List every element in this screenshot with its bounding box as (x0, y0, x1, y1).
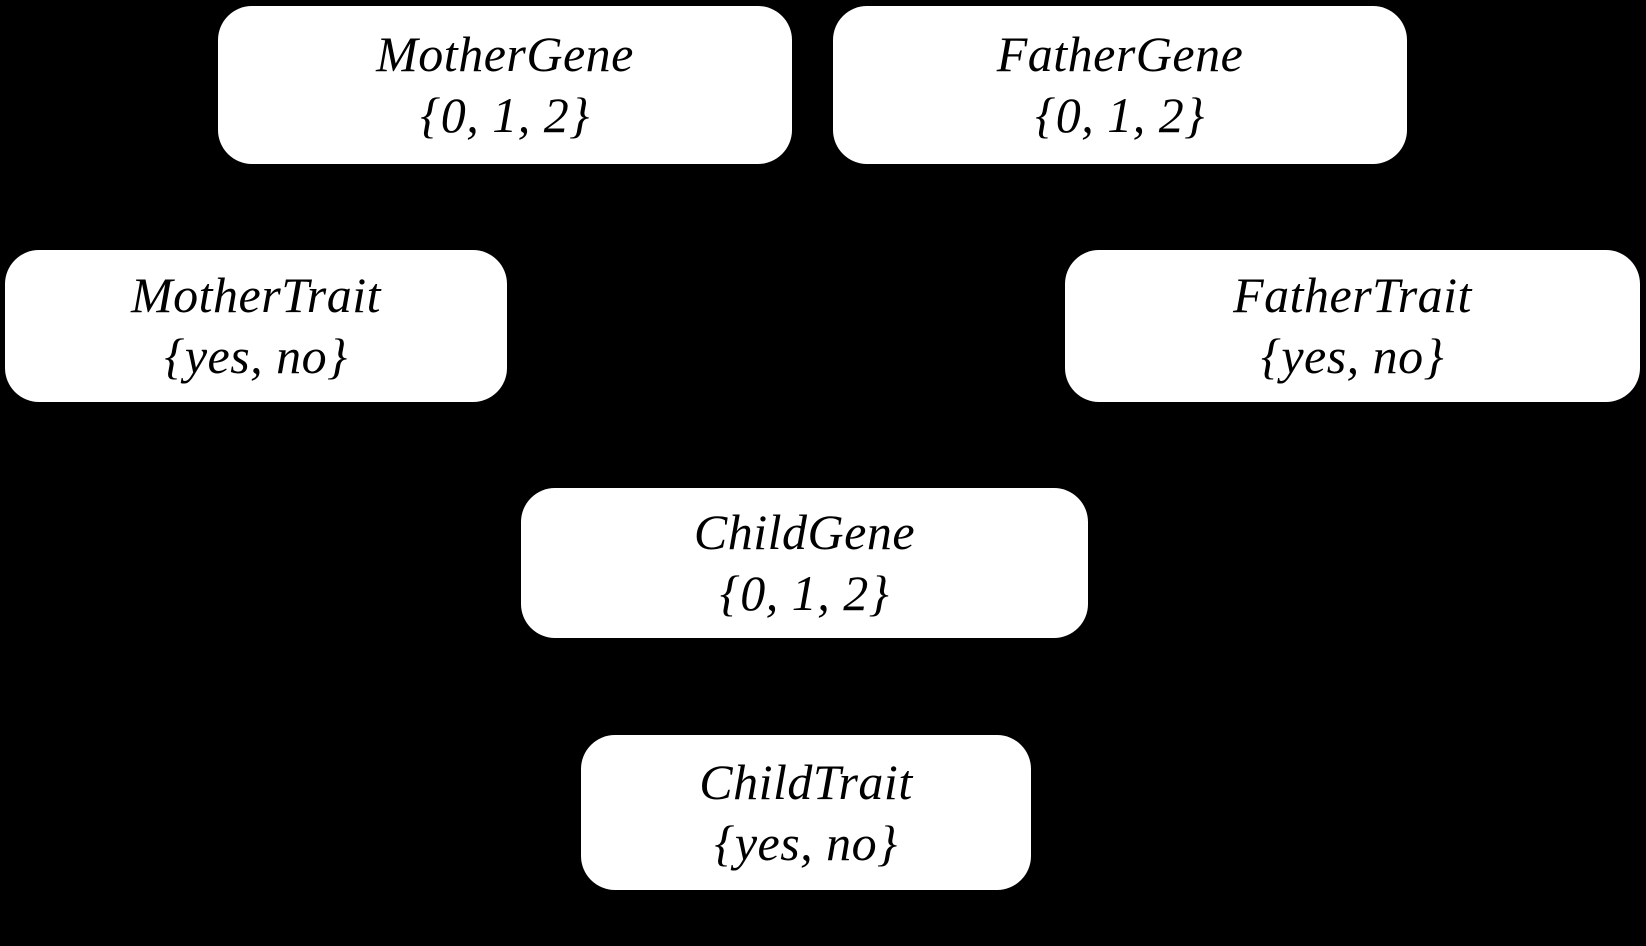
node-father-trait[interactable]: FatherTrait {yes, no} (1065, 250, 1640, 402)
node-mother-gene[interactable]: MotherGene {0, 1, 2} (218, 6, 792, 164)
node-father-trait-domain: {yes, no} (1260, 328, 1445, 384)
node-father-gene-domain: {0, 1, 2} (1035, 87, 1205, 143)
node-child-trait-domain: {yes, no} (714, 814, 898, 871)
node-child-gene-label: ChildGene (693, 504, 916, 560)
node-father-gene[interactable]: FatherGene {0, 1, 2} (833, 6, 1407, 164)
node-father-trait-label: FatherTrait (1233, 267, 1472, 323)
node-child-gene[interactable]: ChildGene {0, 1, 2} (521, 488, 1088, 638)
node-mother-gene-label: MotherGene (376, 26, 634, 82)
node-child-trait[interactable]: ChildTrait {yes, no} (581, 735, 1031, 890)
node-child-gene-domain: {0, 1, 2} (719, 565, 890, 621)
node-father-gene-label: FatherGene (996, 26, 1244, 82)
node-child-trait-label: ChildTrait (699, 753, 913, 810)
node-mother-trait-domain: {yes, no} (164, 328, 348, 384)
node-mother-trait-label: MotherTrait (131, 267, 381, 323)
node-mother-trait[interactable]: MotherTrait {yes, no} (5, 250, 507, 402)
node-mother-gene-domain: {0, 1, 2} (420, 87, 590, 143)
